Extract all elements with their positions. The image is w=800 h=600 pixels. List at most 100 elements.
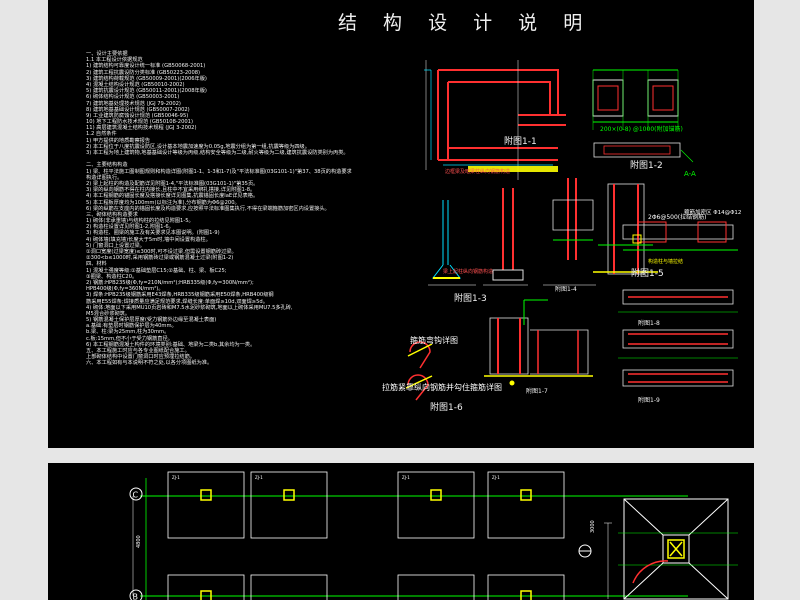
axis-bubble-b: B (129, 589, 143, 600)
note-line: 3) 构造柱、圈梁的施工及有关要求见本图说明。(附图1-9) (86, 230, 220, 237)
note-line: 1) 混凝土强度等级:①基础垫层C15;②基础、柱、梁、板C25; (86, 267, 227, 274)
caption-1-1: 附图1-1 (504, 137, 537, 147)
note-line: 2) 构造柱设置详见附图1-2,附图1-6。 (86, 224, 174, 231)
note-line: HPB400级(Φ,fy=360N/mm²)。 (86, 286, 164, 293)
note-line: 构造详图执行。 (86, 174, 123, 181)
note-line: 5) 本工程板厚度均为100mm(以标注为准),分布钢筋为Φ6@200。 (86, 199, 240, 206)
dimension-label: 4800 (136, 535, 142, 548)
footing-7 (397, 574, 475, 600)
note-line: 4) 砌体:地面以下采用MU10页岩砖和M7.5水泥砂浆砌筑,地面以上砌体采用M… (86, 304, 293, 311)
detail-ring-beams-1-8 (618, 289, 738, 387)
note-line: 1.2 自然条件 (86, 131, 117, 138)
footing-4 (487, 471, 565, 539)
label-tie: 构造柱与墙拉结 (648, 259, 684, 265)
note-line: 筋采用E55焊条;焊接质量应满足规范要求,焊缝长度:单面焊≥10d,双面焊≥5d… (86, 298, 268, 305)
note-line: 1) 梁、柱平法施工图制图规则和构造详图(附图1-1、1-3和1-7)及"平法标… (86, 168, 352, 175)
note-line: 5) 门窗洞口上设置过梁。 (86, 242, 145, 249)
footing-3 (397, 471, 475, 539)
note-line: 3) 梁的纵向钢筋不得在柱内接长,且柱中不宜采用绑扎搭接,详见附图1-8。 (86, 187, 256, 194)
note-line: 6) 砌体结构设计规范 (GB50003-2001) (86, 94, 180, 101)
note-line: 三、砌体结构构造要求 (86, 211, 138, 218)
caption-1-4: 附图1-4 (555, 286, 577, 293)
note-line: 1) 甲方提供的地质勘察报告 (86, 137, 151, 144)
note-line: 8) 建筑地基基础设计规范 (GB50007-2002) (86, 106, 190, 113)
drawing-sheet-foundation-plan: C B 4800 ZJ-1 ZJ-1 ZJ (48, 463, 754, 600)
caption-1-5: 附图1-5 (631, 269, 664, 279)
sheet-title: 结 构 设 计 说 明 (338, 12, 593, 34)
anchor-title: 拉筋紧靠纵向钢筋并勾住箍筋详图 (382, 382, 502, 392)
note-line: 11) 高层建筑混凝土结构技术规程 (JGJ 3-2002) (86, 125, 197, 132)
footing-1 (167, 471, 245, 539)
caption-1-3: 附图1-3 (454, 294, 487, 304)
note-line: 2) 钢筋:HPB235级(Φ,fy=210N/mm²);HRB335级(Φ,f… (86, 279, 254, 286)
caption-1-2: 附图1-2 (630, 161, 663, 171)
wall-tie-note: 2Φ6@500(拉结钢筋) (648, 213, 707, 221)
note-line: 9) 工业建筑防腐蚀设计规范 (GB50046-95) (86, 112, 189, 119)
footing-5 (167, 574, 245, 600)
note-line: 四、材料 (86, 261, 107, 268)
caption-1-8: 附图1-8 (638, 320, 660, 327)
note-line: 4) 混凝土结构设计规范 (GB50010-2002) (86, 81, 185, 88)
detail-section-1-2 (592, 69, 679, 130)
note-line: 一、设计主要依据 (86, 51, 128, 57)
note-line: 3) 本工程为地上建筑物,地基基础设计等级为丙级,结构安全等级为二级,耐火等级为… (86, 150, 349, 156)
stirrup-note: 箍筋加密区 Φ14@Φ12 (684, 208, 741, 216)
note-line: 1.1 本工程设计依据规范 (86, 57, 143, 64)
note-line: 4) 本工程钢筋的锚固长度及搭接长度详见图集,抗震锚固长度laE详见表格。 (86, 193, 259, 200)
caption-1-9: 附图1-9 (638, 397, 660, 404)
beam-section-note: 200×(0-8) @1000(附加锚筋) (600, 125, 683, 133)
label-frame: 边框梁及暗梁柱纵向钢筋构造 (445, 169, 511, 175)
note-line: 五、本工程施工时应与各专业图纸配合施工。 (86, 348, 190, 354)
note-line: 6) 梁的纵筋在支座内的锚固长度及构造要求,应按照平法标准图集执行,不得在梁端箍… (86, 205, 330, 212)
note-line: ③圈梁、构造柱C20。 (86, 273, 138, 280)
note-line: ①洞口宽度(过梁宽度)≤300时,可不设过梁,但需设置钢筋砖过梁。 (86, 249, 237, 255)
detail-hooks-1-6 (405, 341, 433, 401)
svg-text:ZJ-1: ZJ-1 (172, 475, 180, 480)
note-line: 10) 地下工程防水技术规范 (GB50108-2001) (86, 119, 193, 126)
footing-2 (250, 471, 328, 539)
detail-column-1-3 (431, 178, 594, 281)
detail-drawings: 200×(0-8) @1000(附加锚筋) A-A 2Φ6@500(拉结钢筋 (382, 60, 741, 401)
note-line: b.梁、柱:梁为25mm,柱为30mm。 (86, 329, 170, 336)
note-line: 2) 梁上起柱的构造及配筋详见附图1-4,"平法标准图(03G101-1)"第3… (86, 180, 259, 187)
svg-text:C: C (133, 491, 139, 500)
axis-bubble-c: C (129, 487, 143, 501)
detail-wall-tie-1-5: 2Φ6@500(拉结钢筋) 箍筋加密区 Φ14@Φ12 (622, 208, 741, 251)
note-line: 5) 建筑抗震设计规范 (GB50011-2001)(2008年版) (86, 88, 207, 95)
note-line: ②300<b≤1000时,采用钢筋砖过梁或钢筋混凝土过梁(附图1-2) (86, 255, 234, 262)
section-mark-aa: A-A (684, 170, 696, 178)
note-line: 六、本工程如有与本说明不符之处,以各分项图纸为准。 (86, 360, 213, 367)
note-line: 3) 建筑结构荷载规范 (GB50009-2001)(2006年版) (86, 75, 207, 82)
note-line: 2) 本工程位于八度抗震设防区,设计基本地震加速度为0.05g,地震分组为第一组… (86, 143, 310, 150)
svg-text:ZJ-1: ZJ-1 (492, 475, 500, 480)
detail-shear-wall-1-7 (484, 299, 593, 386)
svg-text:ZJ-1: ZJ-1 (402, 475, 410, 480)
footing-6 (250, 574, 328, 600)
note-line: 4) 砌体墙(填充墙)长度大于5m时,墙中间设置构造柱。 (86, 236, 211, 243)
caption-1-7: 附图1-7 (526, 388, 548, 395)
note-line: 二、主要结构构造 (86, 162, 128, 169)
note-line: 5) 钢筋混凝土保护层厚度(受力钢筋外边缘至混凝土表面) (86, 317, 217, 324)
note-line: 3) 焊条:HPB235级钢筋采用E43焊条,HRB335级钢筋采用E50焊条,… (86, 292, 274, 299)
note-line: 7) 建筑地基处理技术规范 (JGJ 79-2002) (86, 100, 181, 107)
detail-frame-1-1 (425, 60, 566, 180)
svg-text:ZJ-1: ZJ-1 (255, 475, 263, 480)
note-line: 6) 本工程钢筋混凝土构件的环境类别:基础、地梁为二类b,其余均为一类。 (86, 341, 256, 348)
note-line: 1) 建筑结构可靠度设计统一标准 (GB50068-2001) (86, 63, 206, 70)
caption-1-6: 附图1-6 (430, 403, 463, 413)
side-dimension: 3000 (590, 520, 596, 533)
footing-detail (578, 498, 738, 600)
note-line: c.板:15mm,但不小于受力钢筋直径。 (86, 335, 173, 342)
note-line: M5混合砂浆砌筑。 (86, 310, 131, 317)
footing-8 (487, 574, 565, 600)
svg-text:B: B (133, 593, 139, 600)
note-line: 2) 建筑工程抗震设防分类标准 (GB50223-2008) (86, 69, 201, 76)
foundation-plan: C B 4800 ZJ-1 ZJ-1 ZJ (129, 471, 738, 600)
note-line: a.基础:有垫层时钢筋保护层为40mm。 (86, 323, 177, 330)
label-column: 梁上起柱纵向钢筋构造 (443, 269, 494, 275)
note-line: 上部砌体结构中设置门窗洞口时应预埋拉结筋。 (86, 354, 195, 361)
note-line: 1) 砌体(非承重墙)与结构柱的拉结见附图1-5。 (86, 218, 194, 225)
hook-title: 箍筋弯钩详图 (410, 335, 458, 345)
